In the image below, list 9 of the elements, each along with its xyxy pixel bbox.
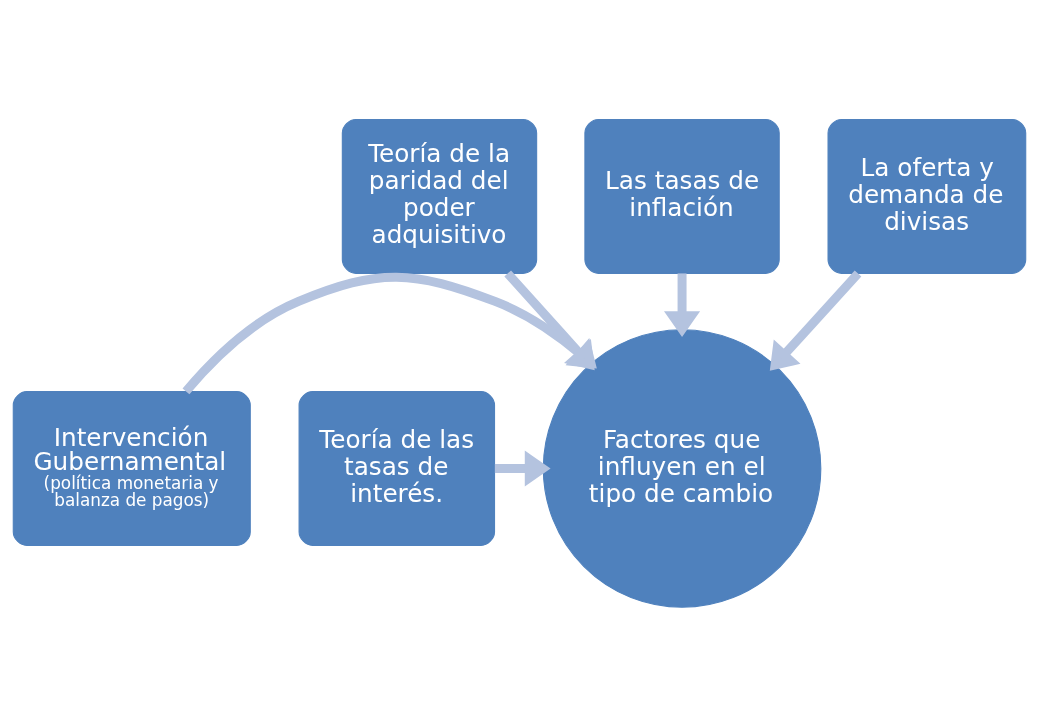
node-box: Teoría de las tasas de interés. (298, 391, 496, 546)
node-box: Teoría de la paridad del poder adquisitivo (341, 118, 538, 274)
node-box: La oferta y demanda de divisas (827, 118, 1027, 274)
arrow (494, 450, 551, 487)
arrow (769, 270, 862, 371)
node-box: Intervención Gubernamental (política monetaria y balanza de pagos) (12, 391, 251, 546)
node-box: Las tasas de inflación (584, 118, 780, 274)
arrow (664, 273, 701, 338)
node-circle: Factores que influyen en el tipo de cambio (542, 329, 822, 608)
